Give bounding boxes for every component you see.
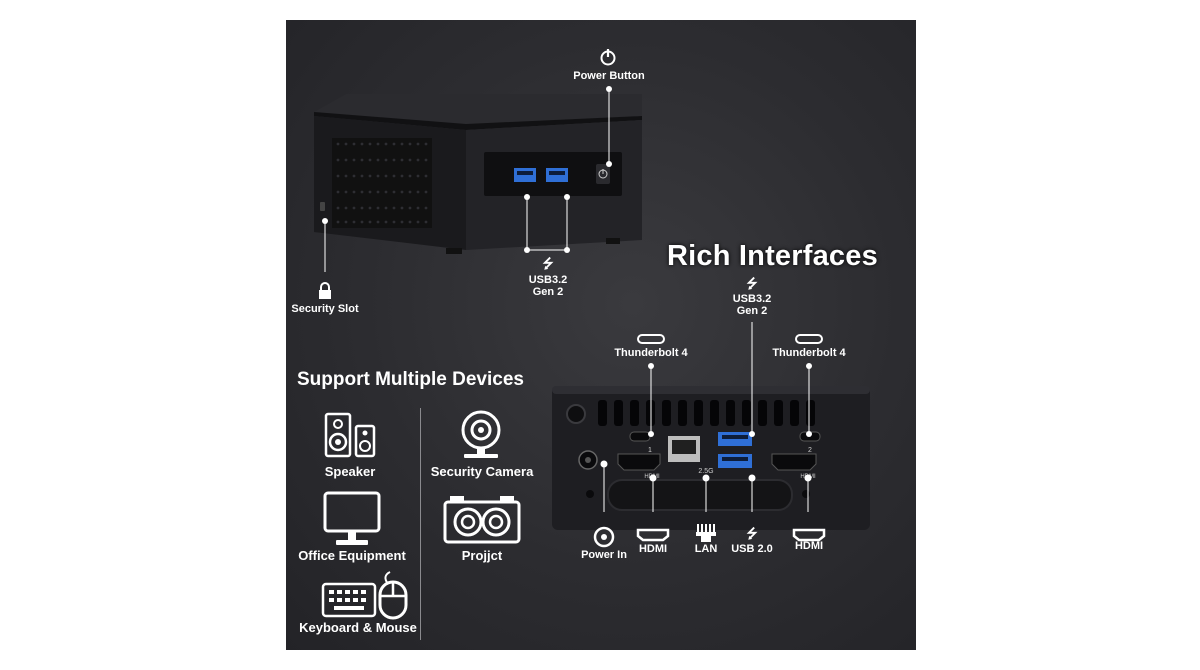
usb2-label: USB 2.0 xyxy=(731,543,773,555)
side-vent-grille xyxy=(336,142,428,224)
mini-pc-rear-illustration xyxy=(552,386,870,530)
tb-left-number: 1 xyxy=(648,447,652,454)
mini-pc-front-illustration xyxy=(314,94,642,254)
lan-speed-mark: 2.5G xyxy=(698,468,714,475)
hdmi-icon-right xyxy=(792,528,826,542)
keyboard-mouse-icon xyxy=(321,571,408,620)
lan-icon xyxy=(696,524,716,542)
bottom-port-leaders xyxy=(600,460,812,512)
power-in-label: Power In xyxy=(581,549,627,561)
monitor-icon xyxy=(323,491,381,545)
device-label-speaker: Speaker xyxy=(324,464,376,479)
product-panel: Power Button ⭍ USB3.2 Gen 2 Security Slo… xyxy=(286,20,916,650)
power-icon xyxy=(600,49,616,66)
support-devices-heading: Support Multiple Devices xyxy=(297,369,524,390)
usb-icon-rear: ⭍ xyxy=(746,276,758,291)
usb-rear-label-line2: Gen 2 xyxy=(736,305,768,317)
speaker-icon xyxy=(324,412,376,458)
thunderbolt-left-label: Thunderbolt 4 xyxy=(614,347,688,359)
power-button-leader xyxy=(606,86,612,167)
device-label-office-equipment: Office Equipment xyxy=(298,548,406,563)
rich-interfaces-heading: Rich Interfaces xyxy=(667,240,878,272)
device-label-projector: Projjct xyxy=(461,548,503,563)
usb-rear-label-line1: USB3.2 xyxy=(732,293,772,305)
security-slot-leader xyxy=(322,218,328,272)
hdmi-right-label: HDMI xyxy=(794,540,824,552)
usb-front-leader xyxy=(524,194,570,253)
usb-front-label-line2: Gen 2 xyxy=(532,286,564,298)
device-label-keyboard-mouse: Keyboard & Mouse xyxy=(299,620,417,635)
usb-rear-leader xyxy=(749,322,755,437)
device-grid-divider xyxy=(420,408,421,640)
lan-label: LAN xyxy=(694,543,718,555)
thunderbolt-right-label: Thunderbolt 4 xyxy=(772,347,846,359)
power-button-label: Power Button xyxy=(573,70,645,82)
hdmi-icon-left xyxy=(636,528,670,542)
security-camera-icon xyxy=(461,410,501,458)
power-in-icon xyxy=(593,526,615,548)
projector-icon xyxy=(443,496,521,544)
security-slot-label: Security Slot xyxy=(291,303,359,315)
lock-icon xyxy=(319,282,331,299)
usb-icon-front: ⭍ xyxy=(542,256,554,271)
thunderbolt-right-leader xyxy=(806,363,812,437)
usb-icon-bottom: ⭍ xyxy=(746,526,758,541)
device-label-security-camera: Security Camera xyxy=(430,464,534,479)
thunderbolt-left-leader xyxy=(648,363,654,437)
tb-right-number: 2 xyxy=(808,447,812,454)
hdmi-left-label: HDMI xyxy=(638,543,668,555)
usb-front-label-line1: USB3.2 xyxy=(528,274,568,286)
thunderbolt-port-icon-right xyxy=(795,334,823,344)
thunderbolt-port-icon-left xyxy=(637,334,665,344)
